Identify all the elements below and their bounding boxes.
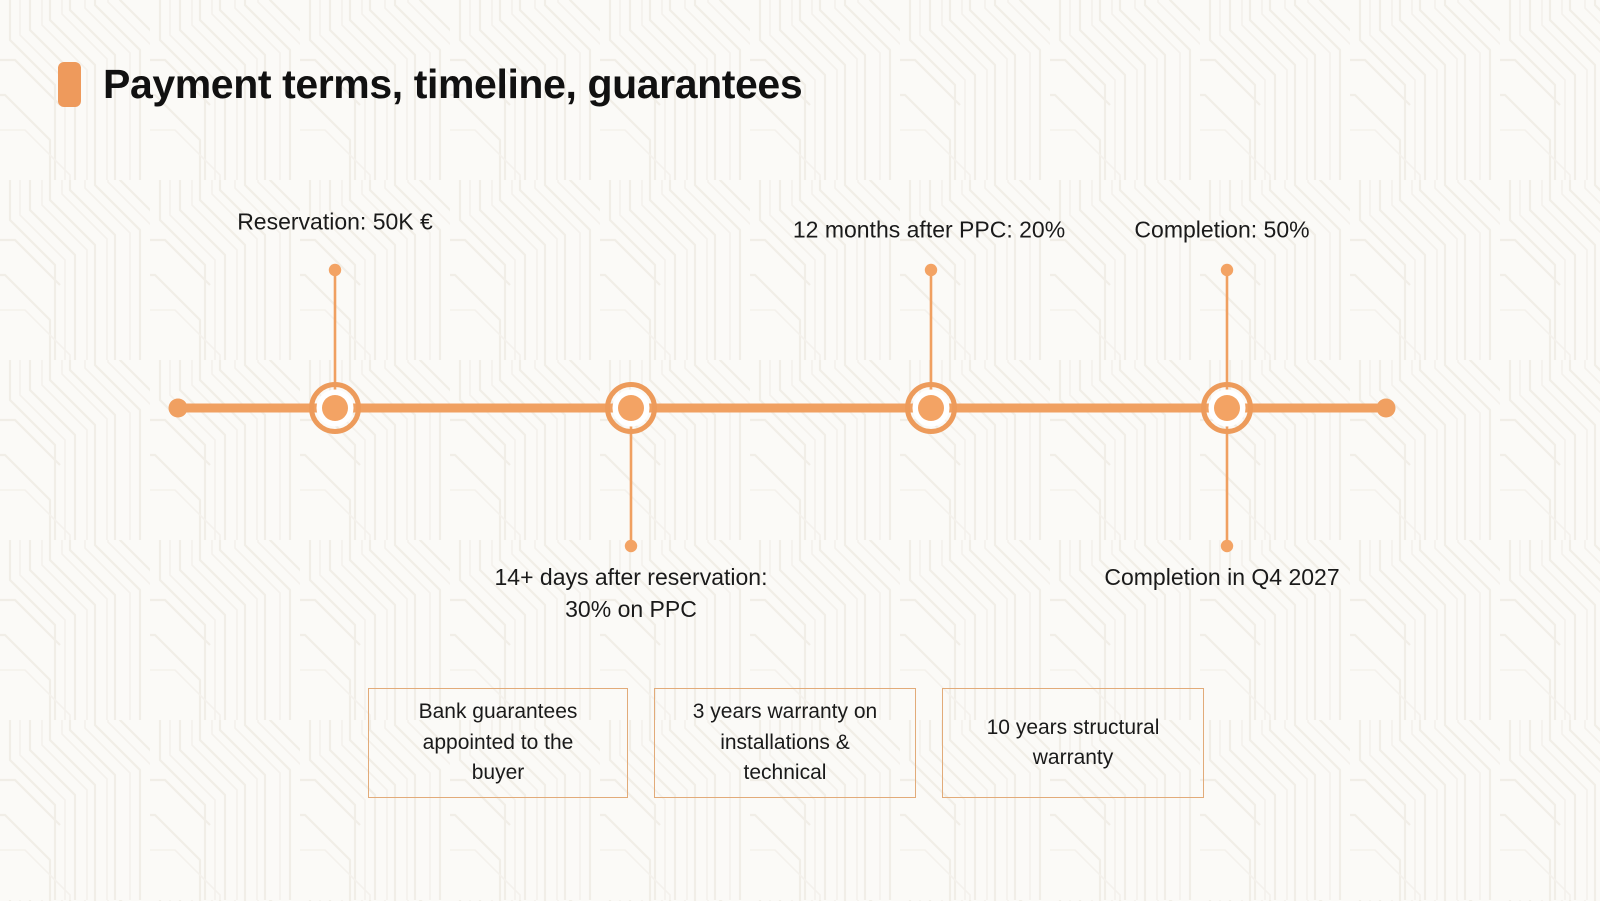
timeline-start-dot — [168, 398, 188, 418]
timeline-node-reservation[interactable] — [309, 382, 361, 434]
stem-dot-ppc-payment — [624, 539, 638, 553]
slide-header: Payment terms, timeline, guarantees — [58, 61, 803, 107]
timeline-label-reservation: Reservation: 50K € — [237, 208, 433, 235]
stem-dot-completion-payment — [1220, 263, 1234, 277]
node-inner-dot — [918, 395, 944, 421]
page-title: Payment terms, timeline, guarantees — [103, 61, 803, 107]
guarantee-box-text: Bank guarantees appointed to the buyer — [418, 700, 578, 785]
timeline-end-dot — [1376, 398, 1396, 418]
node-inner-dot — [322, 395, 348, 421]
node-inner-dot — [1214, 395, 1240, 421]
guarantee-box-text: 10 years structural warranty — [986, 715, 1160, 769]
timeline-label-ppc-payment: 14+ days after reservation: 30% on PPC — [494, 564, 768, 622]
guarantee-box-structural-warranty[interactable]: 10 years structural warranty — [942, 688, 1204, 798]
timeline-label-twelve-months-after-ppc: 12 months after PPC: 20% — [792, 216, 1066, 243]
stem-dot-twelve-months-after-ppc — [924, 263, 938, 277]
node-inner-dot — [618, 395, 644, 421]
guarantee-box-text: 3 years warranty on installations & tech… — [692, 700, 878, 785]
accent-block-icon — [58, 62, 81, 107]
guarantee-box-installations-warranty[interactable]: 3 years warranty on installations & tech… — [654, 688, 916, 798]
timeline-node-twelve-months-after-ppc[interactable] — [905, 382, 957, 434]
guarantee-boxes: Bank guarantees appointed to the buyer 3… — [368, 688, 1204, 798]
stem-dot-completion-date — [1220, 539, 1234, 553]
timeline-node-completion-payment[interactable] — [1201, 382, 1253, 434]
timeline-label-completion-payment: Completion: 50% — [1134, 216, 1310, 243]
timeline-label-completion-date: Completion in Q4 2027 — [1104, 564, 1340, 590]
guarantee-box-bank-guarantees[interactable]: Bank guarantees appointed to the buyer — [368, 688, 628, 798]
timeline-node-ppc-payment[interactable] — [605, 382, 657, 434]
stem-dot-reservation — [328, 263, 342, 277]
